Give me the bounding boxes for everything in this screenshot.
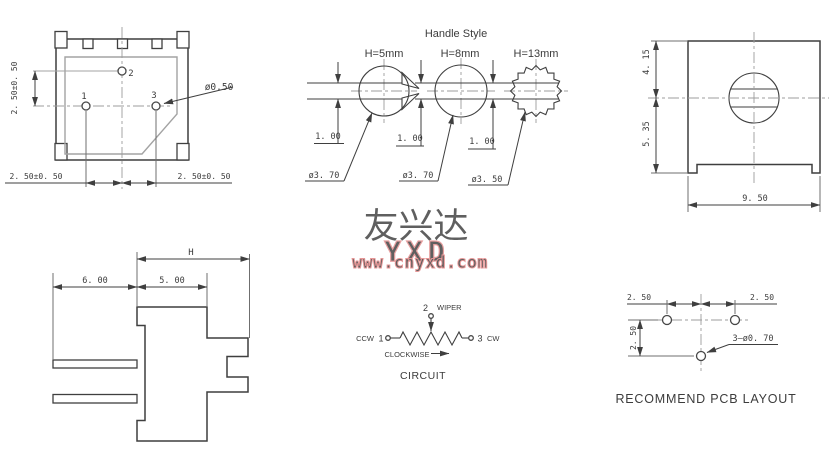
- resistor-element: [399, 330, 463, 347]
- pcb-hole: [695, 350, 707, 362]
- top-view-corner-tab: [54, 30, 68, 49]
- top-view-notch: [151, 38, 163, 50]
- top-view-corner-tab: [54, 142, 68, 161]
- leader-line: [163, 86, 234, 105]
- leader-line: [343, 112, 373, 182]
- pin-3-hole: [151, 101, 161, 111]
- handle-circle: [358, 65, 410, 117]
- watermark-company-abbr: YXD: [384, 235, 450, 268]
- handle-height-label: H=13mm: [514, 48, 559, 60]
- handle-variant-8mm: H=8mm 1. 00 ø3. 70: [396, 48, 495, 182]
- pin1-label: 1: [378, 334, 383, 344]
- side-view-body-outline: [136, 306, 249, 442]
- slot-width-label: 1. 00: [469, 137, 495, 147]
- pin-diameter-label: ø0.50: [205, 82, 234, 93]
- front-view: 4. 15 5. 35 9. 50: [642, 32, 829, 212]
- top-view-notch: [82, 38, 94, 50]
- hole-spec-label: 3—ø0. 70: [733, 334, 774, 344]
- handle-style-section: Handle Style H=5mm 1. 00 ø3. 70 H=8mm: [305, 28, 568, 186]
- leader-line: [706, 344, 730, 353]
- dim-upper: 4. 15: [642, 49, 652, 75]
- handle-diameter-label: ø3. 50: [472, 175, 503, 185]
- slot-arrow-flag: [401, 71, 420, 90]
- handle-height-label: H=5mm: [365, 48, 404, 60]
- knurled-circle: [509, 64, 563, 118]
- pin3-label: 3: [477, 334, 482, 344]
- pcb-caption: RECOMMEND PCB LAYOUT: [615, 392, 796, 406]
- slot-width-label: 1. 00: [315, 132, 341, 142]
- pin-2-hole: [117, 66, 127, 76]
- dim-pin-length: 6. 00: [82, 276, 108, 286]
- leader-line: [437, 114, 454, 182]
- circuit-diagram: 2 WIPER CCW 1 3 CW CLOCKWISE CIRCUIT: [356, 303, 500, 382]
- pin-3-label: 3: [151, 91, 156, 101]
- watermark: 友兴达 YXD www.cnyxd.com: [352, 207, 488, 273]
- side-view: H 6. 00 5. 00: [52, 248, 250, 442]
- pcb-hole: [661, 314, 673, 326]
- dim-pin-vertical: 2. 50±0. 50: [10, 61, 19, 114]
- top-view-corner-tab: [176, 30, 190, 49]
- top-view: 1 2 3 2. 50±0. 50 2. 50±0. 50 2. 50±0. 5…: [5, 27, 234, 189]
- top-view-notch: [116, 38, 129, 50]
- handle-height-label: H=8mm: [441, 48, 480, 60]
- wiper-label: WIPER: [437, 303, 462, 312]
- top-view-inner-face: [64, 56, 178, 155]
- slot-arrow-flag: [401, 92, 420, 111]
- handle-circle: [434, 64, 488, 118]
- dim-left: 2. 50: [627, 293, 651, 302]
- dim-lower: 5. 35: [642, 121, 652, 147]
- dim-body-width: 5. 00: [159, 276, 185, 286]
- rotation-label: CLOCKWISE: [384, 350, 429, 359]
- ccw-label: CCW: [356, 334, 375, 343]
- pin-1-hole: [81, 101, 91, 111]
- slot-width-label: 1. 00: [397, 134, 423, 144]
- dim-height: H: [188, 248, 193, 258]
- dim-pin-right: 2. 50±0. 50: [178, 172, 231, 181]
- dim-pin-left: 2. 50±0. 50: [10, 172, 63, 181]
- watermark-company-cn: 友兴达: [363, 207, 468, 247]
- front-view-body-outline: [687, 40, 821, 174]
- top-view-corner-tab: [176, 142, 190, 161]
- dim-width: 9. 50: [742, 194, 768, 204]
- leader-line: [507, 111, 526, 186]
- handle-variant-5mm: H=5mm 1. 00 ø3. 70: [305, 48, 420, 182]
- pcb-hole: [729, 314, 741, 326]
- pin-1-label: 1: [81, 92, 86, 102]
- side-view-pin: [52, 359, 138, 369]
- cw-terminal: [468, 335, 474, 341]
- handle-diameter-label: ø3. 70: [403, 171, 434, 181]
- handle-variant-13mm: H=13mm 1. 00 ø3. 50: [468, 48, 568, 186]
- cw-label: CW: [487, 334, 500, 343]
- pin-2-label: 2: [128, 69, 133, 79]
- dim-vertical: 2. 50: [629, 326, 638, 350]
- pcb-layout: 2. 50 2. 50 2. 50 3—ø0. 70 RECOMMEND PCB…: [615, 293, 796, 406]
- wiper-pin-label: 2: [423, 303, 428, 313]
- side-view-pin: [52, 393, 138, 404]
- circuit-caption: CIRCUIT: [400, 370, 446, 382]
- handle-diameter-label: ø3. 70: [309, 171, 340, 181]
- handle-style-title: Handle Style: [425, 28, 487, 40]
- ccw-terminal: [385, 335, 391, 341]
- watermark-website: www.cnyxd.com: [352, 253, 488, 272]
- dim-right: 2. 50: [750, 293, 774, 302]
- wiper-terminal: [428, 313, 434, 319]
